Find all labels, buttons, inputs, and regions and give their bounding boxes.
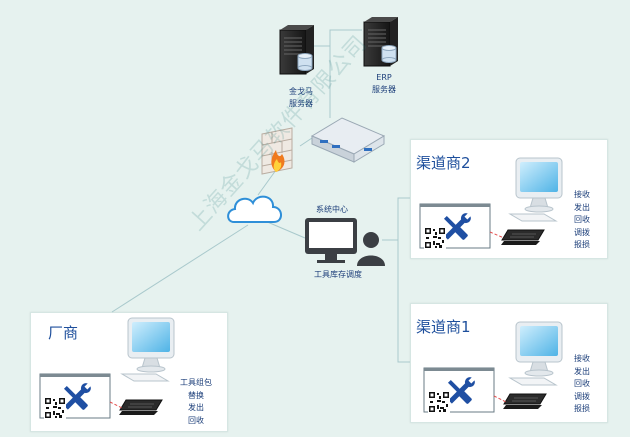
system-center-label: 系统中心 xyxy=(316,205,348,214)
factory-qrcode-icon xyxy=(44,397,66,419)
factory-computer-icon xyxy=(121,317,175,382)
router-icon xyxy=(310,117,386,163)
channel1-qrcode-icon xyxy=(428,391,450,413)
channel2-scanner-icon xyxy=(500,229,545,246)
erp-server-icon xyxy=(363,16,399,67)
channel2-operations: 接收发出 回收调拨 报损 xyxy=(574,190,590,249)
firewall-icon xyxy=(261,127,293,175)
channel1-computer-icon xyxy=(509,321,563,386)
factory-operations: 工具组包替换 发出回收 xyxy=(180,378,212,425)
cloud-icon xyxy=(227,195,282,223)
system-center-icon xyxy=(305,218,385,266)
channel1-operations: 接收发出 回收调拨 报损 xyxy=(574,354,590,413)
jgm-server-label: 金戈马服务器 xyxy=(289,87,313,108)
channel2-computer-icon xyxy=(509,157,563,222)
factory-scanner-icon xyxy=(118,399,163,416)
channel1-title: 渠道商1 xyxy=(416,318,471,336)
factory-title: 厂商 xyxy=(48,324,79,342)
channel2-title: 渠道商2 xyxy=(416,154,471,172)
channel1-scanner-icon xyxy=(502,393,547,410)
inventory-dispatch-label: 工具库存调度 xyxy=(314,270,362,279)
channel2-qrcode-icon xyxy=(424,227,446,249)
jgm-server-icon xyxy=(279,24,315,75)
